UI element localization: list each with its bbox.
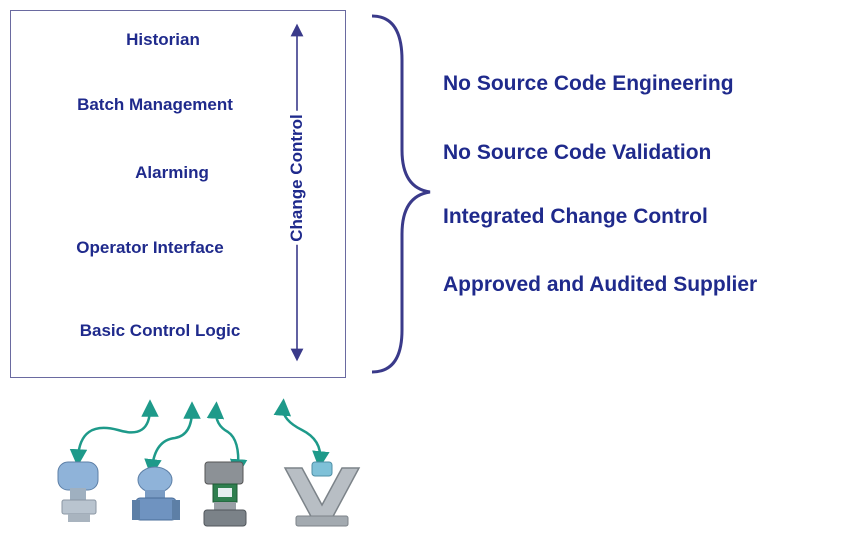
pressure-transmitter-icon [57, 461, 99, 522]
coriolis-meter-icon [283, 461, 361, 527]
benefit-item: Approved and Audited Supplier [443, 273, 758, 296]
device-link-3 [206, 401, 248, 477]
layer-historian: Historian [126, 30, 200, 49]
layer-alarming: Alarming [135, 163, 209, 182]
layer-batch-management: Batch Management [77, 95, 233, 114]
benefit-item: Integrated Change Control [443, 205, 708, 228]
grouping-brace [371, 14, 431, 374]
device-link-4 [273, 398, 330, 469]
layer-basic-control-logic: Basic Control Logic [79, 321, 241, 340]
flow-meter-icon [132, 466, 180, 521]
device-link-2 [144, 401, 201, 477]
benefit-item: No Source Code Validation [443, 141, 712, 164]
device-link-1 [69, 399, 159, 467]
benefit-item: No Source Code Engineering [443, 72, 734, 95]
control-valve-icon [203, 461, 247, 527]
change-control-label: Change Control [287, 111, 307, 245]
layer-operator-interface: Operator Interface [76, 238, 224, 257]
